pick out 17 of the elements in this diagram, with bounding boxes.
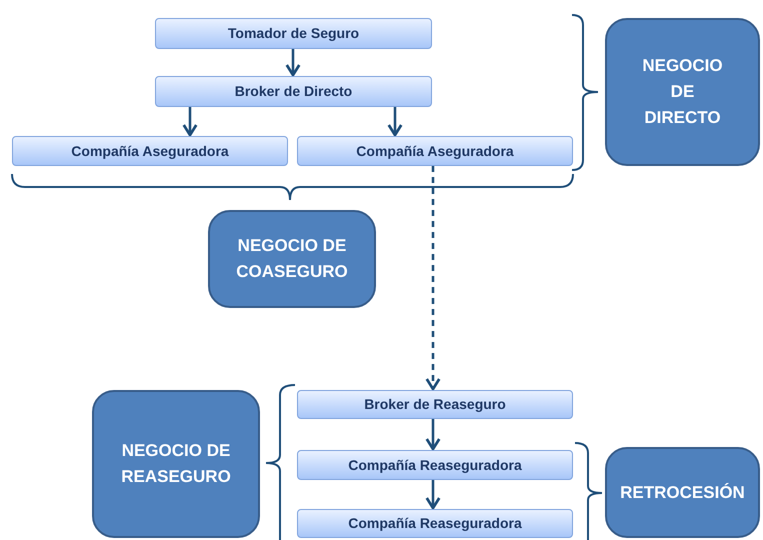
category-box: NEGOCIO DE COASEGURO bbox=[208, 210, 376, 308]
process-box: Compañía Aseguradora bbox=[297, 136, 573, 166]
process-box: Compañía Aseguradora bbox=[12, 136, 288, 166]
category-box: NEGOCIO DE DIRECTO bbox=[605, 18, 760, 166]
process-box: Broker de Directo bbox=[155, 76, 432, 107]
arrow bbox=[425, 419, 441, 450]
arrow bbox=[182, 107, 198, 136]
arrow bbox=[425, 166, 441, 390]
process-box: Tomador de Seguro bbox=[155, 18, 432, 49]
category-box: RETROCESIÓN bbox=[605, 447, 760, 538]
arrow bbox=[285, 49, 301, 76]
process-box: Compañía Reaseguradora bbox=[297, 450, 573, 480]
process-box: Broker de Reaseguro bbox=[297, 390, 573, 419]
arrow bbox=[425, 480, 441, 510]
category-box: NEGOCIO DE REASEGURO bbox=[92, 390, 260, 538]
arrow bbox=[387, 107, 403, 136]
process-box: Compañía Reaseguradora bbox=[297, 509, 573, 538]
